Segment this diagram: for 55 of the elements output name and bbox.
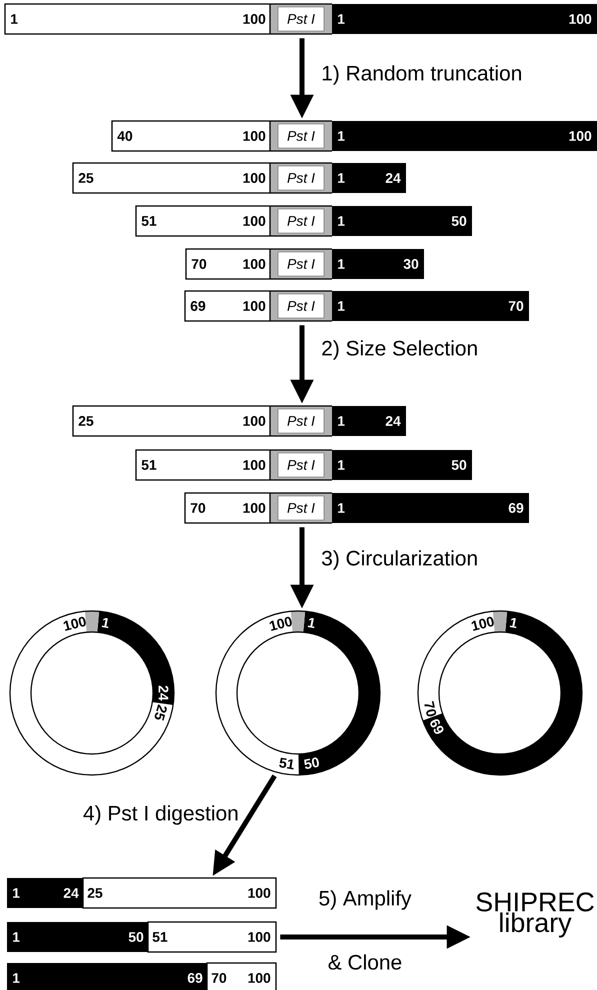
node-label: 70 [192,259,206,269]
node-label: 25 [78,416,94,426]
node-label: 100 [243,301,266,311]
node-label: 69 [190,301,206,311]
node-label: 100 [248,973,270,983]
step-label: 3) Circularization [320,549,480,571]
plasmid-ring: 100 1 70 69 [417,610,583,776]
node-label: 51 [142,216,156,226]
node-label: Pst I [287,416,315,426]
node-label: 100 [243,173,266,183]
dna-bar: 51 100 Pst I 1 50 [135,449,472,481]
dna-bar: 51 100 Pst I 1 50 [135,205,472,237]
dna-bar: 1 24 25 100 [7,877,277,909]
dna-bar: 1 69 70 100 [7,962,277,990]
node-label: 40 [117,131,132,141]
dna-bar: 69 100 Pst I 1 70 [184,290,529,322]
dna-bar: 25 100 Pst I 1 24 [72,405,406,437]
node-label: Pst I [287,173,315,183]
node-label: Pst I [287,216,315,226]
dna-bar: 70 100 Pst I 1 30 [185,248,424,280]
plasmid-ring: 100 1 51 50 [215,610,381,776]
node-label: 70 [212,973,226,983]
step-label: 5) Amplify [318,889,412,911]
node-label: 70 [190,503,206,513]
node-label: 100 [248,932,270,942]
node-label: 24 [64,888,79,898]
node-label: 100 [243,14,266,24]
node-label: 100 [243,460,266,470]
node-label: 1 [11,14,18,24]
node-label: 51 [142,460,156,470]
node-label: 100 [243,503,266,513]
dna-bar: 1 50 51 100 [7,921,277,953]
step-label: & Clone [328,954,402,970]
node-label: 100 [243,259,266,269]
step-label: 4) Pst I digestion [82,804,240,826]
node-label: 51 [152,932,168,942]
node-label: 100 [243,131,266,141]
dna-bar: 70 100 Pst I 1 69 [184,492,529,524]
node-label: Pst I [287,259,315,269]
node-label: 100 [243,216,266,226]
node-label: 25 [78,173,94,183]
step-label: 1) Random truncation [320,64,524,86]
node-label: 100 [243,416,266,426]
node-label: 1 [13,888,20,898]
node-label: Pst I [287,460,315,470]
dna-bar: 40 100 Pst I 1 100 [111,120,597,152]
step-label: 2) Size Selection [320,339,480,361]
node-label: Pst I [287,503,315,513]
node-label: Pst I [287,14,315,24]
library-text: SHIPREC library [476,892,594,938]
node-label: Pst I [287,301,315,311]
dna-bar: 1 100 Pst I 1 100 [4,3,597,35]
node-label: Pst I [287,131,315,141]
plasmid-ring: 100 1 24 25 [9,610,175,776]
dna-bar: 25 100 Pst I 1 24 [72,162,406,194]
